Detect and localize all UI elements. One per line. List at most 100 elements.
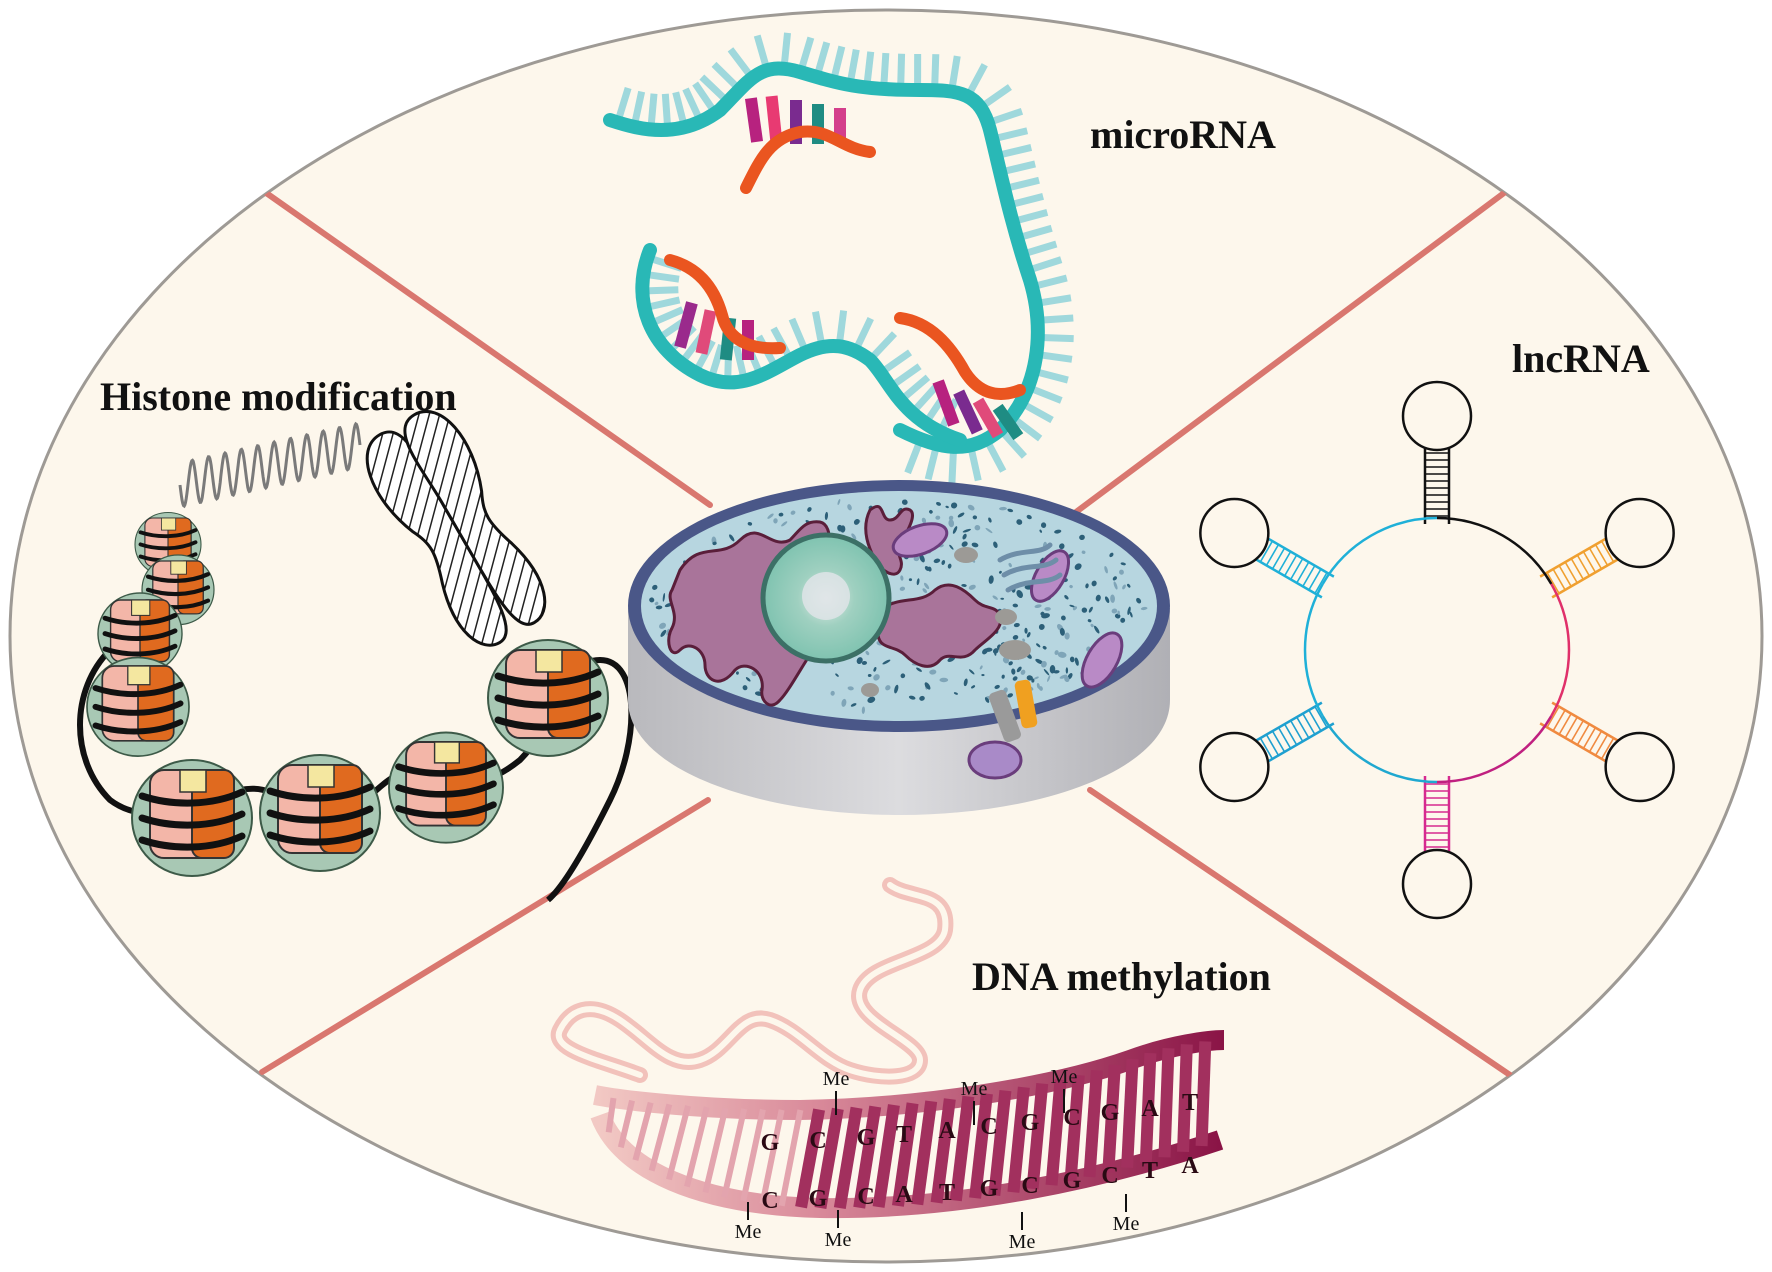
dna-base-bottom: C [857, 1184, 874, 1210]
dna-base-top: C [980, 1114, 997, 1140]
nucleosome [86, 656, 190, 757]
cell-nucleolus [802, 572, 850, 620]
dna-base-bottom: T [1142, 1158, 1158, 1184]
dna-rung [648, 1103, 673, 1172]
lncrna-hairpin-loop [1199, 497, 1270, 569]
dna-rung [740, 1108, 766, 1202]
dna-rung [1064, 1074, 1085, 1182]
methyl-tag: Me [823, 1068, 850, 1090]
microrna-backbone-lower [635, 243, 967, 447]
dna-rung [1102, 1064, 1121, 1173]
dna-base-bottom: G [809, 1186, 828, 1212]
nucleosome [487, 639, 609, 757]
dna-base-bottom: A [1181, 1153, 1199, 1179]
lncrna-hairpin-loop [1401, 848, 1473, 920]
dna-rung [778, 1109, 804, 1207]
lncrna-ring-arc [1321, 715, 1438, 784]
dna-rung [605, 1097, 617, 1133]
dna-rung [632, 1101, 654, 1161]
dna-base-top: T [1182, 1090, 1198, 1116]
dna-rung [1026, 1083, 1049, 1190]
dna-rung [872, 1104, 900, 1208]
chromatin-coil [178, 421, 362, 509]
dna-rung [1158, 1048, 1175, 1158]
nucleosome [388, 731, 504, 844]
dna-rung [930, 1098, 956, 1204]
dna-base-bottom: A [895, 1182, 913, 1208]
dna-rung [891, 1102, 919, 1207]
dna-rung [1121, 1058, 1139, 1168]
lncrna-hairpin-loop [1199, 731, 1270, 803]
methyl-tag: Me [1113, 1213, 1140, 1235]
methyl-tag: Me [1051, 1066, 1078, 1088]
methyl-tag: Me [1009, 1231, 1036, 1253]
section-dividers [259, 187, 1513, 1078]
lncrna-stem-loop [1199, 701, 1335, 803]
mitochondria [891, 522, 1124, 780]
centrioles [989, 679, 1038, 743]
cell-illustration [628, 480, 1170, 815]
lncrna-stem-loop [1401, 380, 1473, 524]
microrna-backbone [603, 61, 1045, 454]
dna-rung [702, 1107, 729, 1194]
lncrna-ring-arc [1303, 583, 1324, 717]
dna-rung [795, 1108, 826, 1209]
chromosome-icon [365, 410, 547, 647]
dna-base-top: A [938, 1118, 956, 1144]
methyl-tag: Me [825, 1229, 852, 1251]
nucleosomes [86, 511, 609, 877]
lncrna-ring-arc [1550, 583, 1571, 717]
dna-rung [949, 1095, 975, 1202]
lncrna-hairpin-loop [1604, 497, 1675, 569]
lncrna-stem-loop [1199, 497, 1335, 599]
lncrna-ring-arc [1321, 516, 1438, 585]
dna-rung [911, 1100, 938, 1206]
dna-base-bottom: G [1063, 1168, 1082, 1194]
nucleosome [97, 592, 183, 675]
dna-base-top: A [1141, 1096, 1159, 1122]
dna-base-top: G [761, 1130, 780, 1156]
label-microrna: microRNA [1090, 112, 1276, 157]
nucleosome [259, 754, 381, 872]
golgi-apparatus [997, 542, 1063, 593]
microrna-strands [664, 125, 1026, 400]
dna-base-top: G [1021, 1110, 1040, 1136]
lncrna-hairpin-loop [1401, 380, 1473, 452]
dna-rung [1177, 1044, 1193, 1152]
dna-base-top: C [809, 1128, 826, 1154]
label-histone-modification: Histone modification [100, 374, 457, 419]
dna-rung [1195, 1041, 1212, 1147]
dna-rung [1139, 1052, 1157, 1163]
label-dna-methylation: DNA methylation [972, 954, 1271, 999]
label-lncrna: lncRNA [1512, 336, 1650, 381]
dna-rung [721, 1108, 748, 1198]
lncrna-stem-loop [1401, 776, 1473, 920]
dna-faded-strand-inner [555, 882, 949, 1080]
lncrna-stems [1199, 380, 1675, 920]
microrna-paired-bases [674, 95, 1024, 441]
dna-rung [1007, 1086, 1030, 1193]
lncrna-stem-loop [1539, 701, 1675, 803]
lncrna-hairpin-loop [1604, 731, 1675, 803]
dna-rung [853, 1105, 882, 1209]
dna-rung [1045, 1079, 1067, 1186]
vesicles [861, 547, 1031, 697]
dna-base-bottom: C [1101, 1163, 1118, 1189]
dna-rung [814, 1107, 844, 1210]
dna-base-bottom: G [980, 1176, 999, 1202]
lncrna-stem-loop [1539, 497, 1675, 599]
dna-base-top: G [1101, 1100, 1120, 1126]
dna-base-bottom: C [761, 1188, 778, 1214]
dna-rung [988, 1089, 1012, 1196]
dna-base-bottom: C [1021, 1173, 1038, 1199]
nucleosome [131, 759, 253, 877]
dna-rung [666, 1105, 691, 1181]
dna-rung [759, 1109, 785, 1205]
methyl-tag: Me [735, 1221, 762, 1243]
lncrna-ring-arc [1436, 715, 1553, 784]
histone-illustration [77, 410, 635, 903]
